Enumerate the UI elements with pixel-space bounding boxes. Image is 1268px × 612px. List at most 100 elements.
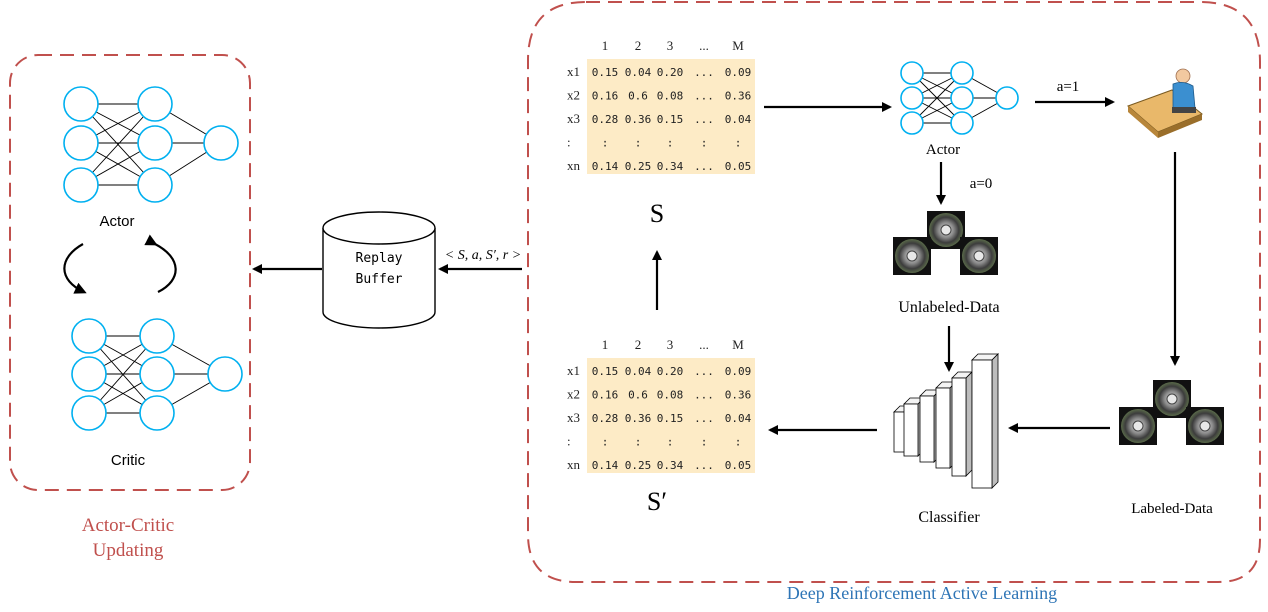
table-cell: 0.05 bbox=[725, 160, 752, 173]
table-cell: 0.20 bbox=[657, 365, 684, 378]
table-cell: 0.14 bbox=[592, 160, 619, 173]
table-cell: 0.16 bbox=[592, 90, 619, 103]
labeled-data-label: Labeled-Data bbox=[1131, 501, 1213, 517]
table-cell: 0.15 bbox=[592, 365, 619, 378]
table-cell: 0.28 bbox=[592, 113, 619, 126]
table-cell: 0.25 bbox=[625, 160, 652, 173]
cnn-layer-front bbox=[919, 395, 935, 463]
actor-critic-panel bbox=[9, 54, 251, 491]
table-body-background bbox=[587, 59, 755, 174]
policy-actor-network-icon bbox=[900, 61, 1019, 135]
table-header-cell: M bbox=[732, 38, 744, 53]
annotator-at-computer-icon bbox=[1127, 68, 1203, 138]
table-cell: ... bbox=[694, 90, 714, 103]
replay-buffer-line1: Replay bbox=[356, 251, 403, 266]
table-cell: 0.36 bbox=[725, 90, 752, 103]
table-cell: 0.08 bbox=[657, 389, 684, 402]
table-cell: ... bbox=[694, 66, 714, 79]
table-cell: 0.15 bbox=[592, 66, 619, 79]
table-row-label: xn bbox=[567, 457, 581, 472]
action-zero-label: a=0 bbox=[970, 176, 993, 192]
replay-buffer-line2: Buffer bbox=[356, 272, 403, 287]
cnn-layer-side bbox=[991, 353, 999, 489]
table-cell: 0.14 bbox=[592, 459, 619, 472]
cnn-layers-icon bbox=[893, 353, 999, 489]
table-cell: 0.6 bbox=[628, 90, 648, 103]
table-cell: 0.08 bbox=[657, 90, 684, 103]
table-cell: : bbox=[602, 436, 609, 449]
table-cell: 0.6 bbox=[628, 389, 648, 402]
table-cell: 0.04 bbox=[725, 412, 752, 425]
table-header-cell: 2 bbox=[635, 337, 642, 352]
table-cell: 0.36 bbox=[625, 412, 652, 425]
cnn-layer-front bbox=[971, 359, 993, 489]
table-cell: 0.04 bbox=[725, 113, 752, 126]
table-header-cell: ... bbox=[699, 337, 709, 352]
table-cell: ... bbox=[694, 389, 714, 402]
table-cell: 0.09 bbox=[725, 66, 752, 79]
table-row-label: x3 bbox=[567, 111, 580, 126]
table-cell: 0.25 bbox=[625, 459, 652, 472]
actor-network-icon bbox=[63, 86, 239, 203]
cnn-layer-front bbox=[935, 387, 951, 469]
table-header-cell: M bbox=[732, 337, 744, 352]
table-cell: 0.34 bbox=[657, 459, 684, 472]
table-header-cell: 3 bbox=[667, 337, 674, 352]
table-row-label: x1 bbox=[567, 363, 580, 378]
table-cell: 0.36 bbox=[625, 113, 652, 126]
cnn-layer-front bbox=[903, 403, 919, 457]
table-cell: 0.34 bbox=[657, 160, 684, 173]
table-cell: 0.16 bbox=[592, 389, 619, 402]
state-label-s: S bbox=[650, 199, 664, 228]
table-cell: ... bbox=[694, 160, 714, 173]
unlabeled-disc-images-icon bbox=[893, 211, 998, 275]
unlabeled-data-label: Unlabeled-Data bbox=[898, 299, 999, 316]
classifier-label: Classifier bbox=[918, 509, 980, 526]
cnn-layer-side bbox=[965, 371, 973, 477]
right-actor-label: Actor bbox=[926, 142, 960, 158]
table-cell: 0.09 bbox=[725, 365, 752, 378]
table-cell: 0.36 bbox=[725, 389, 752, 402]
table-cell: 0.15 bbox=[657, 412, 684, 425]
table-header-cell: ... bbox=[699, 38, 709, 53]
table-row-label: : bbox=[567, 135, 571, 150]
table-cell: : bbox=[735, 436, 742, 449]
cycle-arrows-icon bbox=[63, 234, 177, 294]
table-cell: : bbox=[667, 436, 674, 449]
table-cell: ... bbox=[694, 459, 714, 472]
table-cell: 0.04 bbox=[625, 66, 652, 79]
left-actor-label: Actor bbox=[99, 213, 134, 230]
table-cell: 0.20 bbox=[657, 66, 684, 79]
table-cell: : bbox=[667, 137, 674, 150]
table-row-label: x3 bbox=[567, 410, 580, 425]
table-cell: : bbox=[701, 137, 708, 150]
table-cell: 0.05 bbox=[725, 459, 752, 472]
state-label-s-prime: S′ bbox=[647, 487, 667, 516]
labeled-disc-images-icon bbox=[1119, 380, 1224, 445]
table-cell: : bbox=[701, 436, 708, 449]
table-row-label: x1 bbox=[567, 64, 580, 79]
actor-critic-caption-line1: Actor-Critic bbox=[82, 515, 174, 536]
table-cell: 0.28 bbox=[592, 412, 619, 425]
table-row-label: : bbox=[567, 434, 571, 449]
table-cell: : bbox=[635, 137, 642, 150]
table-cell: : bbox=[735, 137, 742, 150]
table-row-label: xn bbox=[567, 158, 581, 173]
actor-critic-caption-line2: Updating bbox=[93, 540, 164, 561]
left-critic-label: Critic bbox=[111, 452, 146, 469]
cnn-layer-front bbox=[951, 377, 967, 477]
table-header-cell: 1 bbox=[602, 337, 609, 352]
table-cell: ... bbox=[694, 365, 714, 378]
action-one-label: a=1 bbox=[1057, 79, 1080, 95]
table-cell: 0.04 bbox=[625, 365, 652, 378]
table-header-cell: 1 bbox=[602, 38, 609, 53]
table-cell: : bbox=[635, 436, 642, 449]
database-cylinder-icon bbox=[322, 211, 436, 329]
table-cell: : bbox=[602, 137, 609, 150]
table-row-label: x2 bbox=[567, 88, 580, 103]
table-cell: 0.15 bbox=[657, 113, 684, 126]
deep-reinforcement-panel bbox=[527, 1, 1261, 583]
